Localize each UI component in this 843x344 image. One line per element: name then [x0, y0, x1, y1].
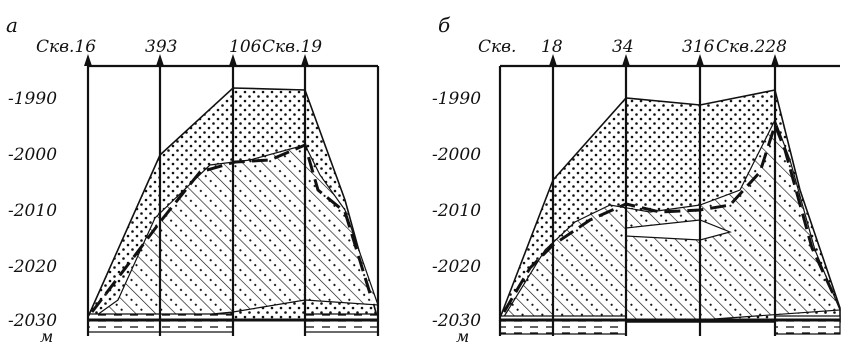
- panel-b-well-label-2: 34: [612, 37, 634, 57]
- panel-a-well-arrow-2: [156, 54, 164, 66]
- panel-a-depth-tick-2020: -2020: [8, 257, 57, 277]
- panel-b-well-arrow-2: [622, 54, 630, 66]
- panel-b-depth-unit: м: [456, 327, 469, 344]
- panel-b-depth-tick-2010: -2010: [432, 201, 481, 221]
- panel-a-well-arrow-4: [301, 54, 309, 66]
- panel-b-depth-tick-2030: -2030: [432, 311, 481, 331]
- panel-b: б Скв. 18 34 316 Скв.228 -1990 -2000 -20…: [432, 13, 841, 344]
- panel-b-letter: б: [438, 13, 451, 37]
- panel-a-well-arrow-1: [84, 54, 92, 66]
- panel-a-water-zone-right: [304, 313, 379, 333]
- panel-a-well-label-3: 106: [229, 37, 262, 57]
- panel-a-depth-tick-1990: -1990: [8, 89, 57, 109]
- panel-a-well-label-2: 393: [145, 37, 177, 57]
- panel-a-letter: a: [6, 13, 18, 37]
- panel-a-depth-tick-2010: -2010: [8, 201, 57, 221]
- panel-b-well-arrow-3: [696, 54, 704, 66]
- panel-b-well-arrow-4: [771, 54, 779, 66]
- panel-a-depth-tick-2000: -2000: [8, 145, 57, 165]
- panel-a-depth-unit: м: [40, 327, 53, 344]
- panel-b-depth-tick-2020: -2020: [432, 257, 481, 277]
- panel-a-fluid-contact-line: [90, 142, 374, 313]
- panel-b-well-label-3: 316: [682, 37, 715, 57]
- panel-a-depth-tick-2030: -2030: [8, 311, 57, 331]
- panel-a-well-label-4: Скв.19: [262, 37, 322, 57]
- panel-b-depth-tick-2000: -2000: [432, 145, 481, 165]
- panel-b-well-label-prefix: Скв.: [478, 37, 516, 57]
- panel-a: a Скв.16 393 106 Скв.19 -1990 -2000 -201…: [6, 13, 380, 344]
- panel-b-well-label-1: 18: [541, 37, 563, 57]
- panel-a-well-arrow-3: [229, 54, 237, 66]
- panel-b-depth-tick-1990: -1990: [432, 89, 481, 109]
- panel-b-well-label-4: Скв.228: [716, 37, 787, 57]
- panel-a-well-label-1: Скв.16: [36, 37, 96, 57]
- panel-b-well-arrow-1: [549, 54, 557, 66]
